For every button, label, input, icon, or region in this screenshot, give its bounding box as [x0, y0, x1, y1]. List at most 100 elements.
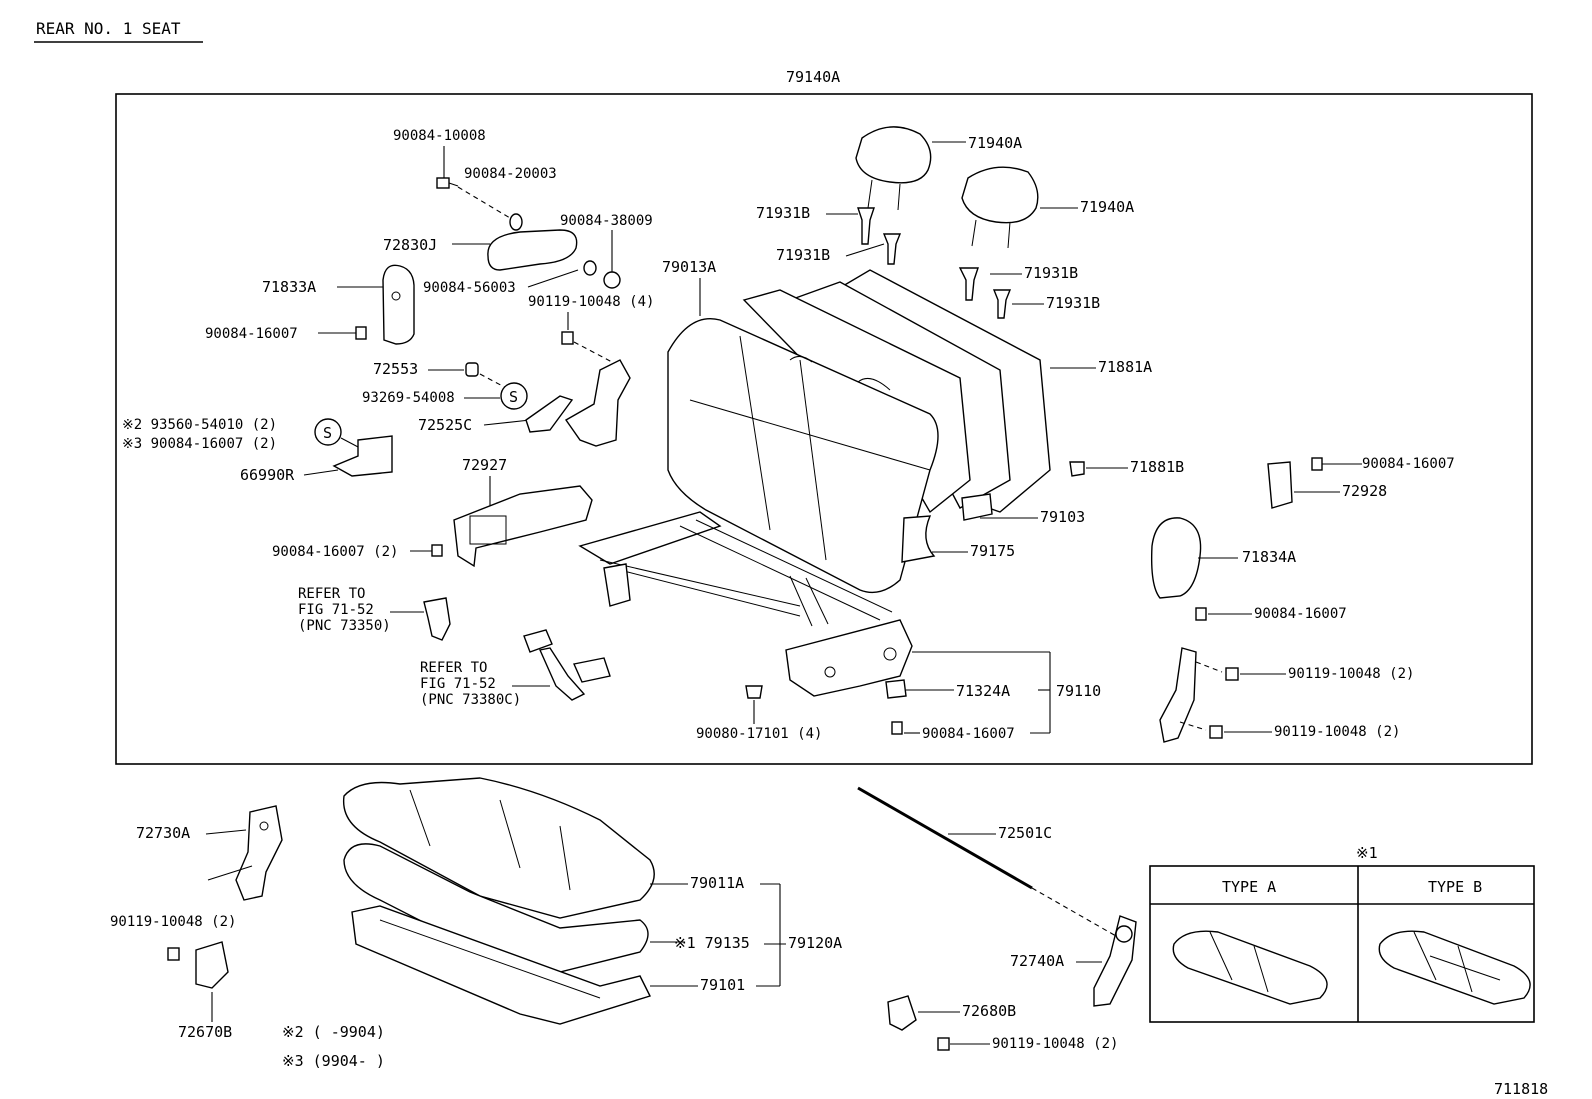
inset-type-a: TYPE A [1222, 878, 1276, 896]
label-71931B-2: 71931B [776, 246, 830, 264]
s-mark-icon [314, 418, 342, 446]
seat-frame-icon [578, 511, 722, 565]
label-71881B: 71881B [1130, 458, 1184, 476]
inset-type-b: TYPE B [1428, 878, 1482, 896]
seat-cushion-frame-icon [351, 905, 651, 1025]
label-79013A: 79013A [662, 258, 716, 276]
note-2: ※2 ( -9904) [282, 1023, 385, 1041]
headrest-1-icon [855, 126, 932, 211]
cushion-type-a-icon [1172, 930, 1328, 1005]
label-90119-10048-4: 90119-10048 (4) [528, 294, 654, 310]
headrest-2-icon [961, 166, 1039, 249]
clip-icon [465, 362, 479, 377]
label-90119-10048-2c: 90119-10048 (2) [110, 914, 236, 930]
refer-note-1-line2: FIG 71-52 [298, 602, 374, 618]
hinge-cover-icon [1150, 517, 1202, 599]
label-71940A-1: 71940A [968, 134, 1022, 152]
label-90084-56003: 90084-56003 [423, 280, 516, 296]
lock-cover-icon [961, 493, 993, 521]
label-71931B-1: 71931B [756, 204, 810, 222]
refer-note-2-line1: REFER TO [420, 660, 487, 676]
hinge-bracket-icon [525, 395, 574, 433]
label-90080-17101: 90080-17101 (4) [696, 726, 822, 742]
label-90084-38009: 90084-38009 [560, 213, 653, 229]
washer-icon [509, 213, 523, 231]
s-mark-label: S [323, 424, 332, 442]
bolt-icon [167, 947, 180, 961]
armrest-bracket-icon [382, 264, 415, 345]
bolt-icon [561, 331, 574, 345]
label-79101: 79101 [700, 976, 745, 994]
label-71324A: 71324A [956, 682, 1010, 700]
label-72928: 72928 [1342, 482, 1387, 500]
bolt-icon [436, 177, 459, 189]
hinge-plate-icon [195, 941, 229, 989]
label-72680B: 72680B [962, 1002, 1016, 1020]
bolt-icon [1209, 725, 1223, 739]
headrest-support-icon [958, 267, 979, 301]
cushion-type-b-icon [1378, 930, 1531, 1005]
side-cover-icon [453, 485, 593, 568]
label-71833A: 71833A [262, 278, 316, 296]
main-assembly-frame [115, 93, 1533, 765]
inset-box [1149, 865, 1535, 1023]
label-71940A-2: 71940A [1080, 198, 1134, 216]
label-72670B: 72670B [178, 1023, 232, 1041]
headrest-support-icon [992, 289, 1012, 319]
label-79140A: 79140A [786, 68, 840, 86]
label-66990R: 66990R [240, 466, 295, 484]
note-3: ※3 (9904- ) [282, 1052, 385, 1070]
label-71931B-4: 71931B [1046, 294, 1100, 312]
headrest-support-icon [882, 233, 902, 265]
refer-note-1-line1: REFER TO [298, 586, 365, 602]
label-72740A: 72740A [1010, 952, 1064, 970]
hinge-bracket-icon [1159, 647, 1197, 743]
refer-note-2-line2: FIG 71-52 [420, 676, 496, 692]
seat-cushion-pad-icon [343, 843, 649, 973]
label-93560-54010: ※2 93560-54010 (2) [122, 417, 277, 433]
label-71834A: 71834A [1242, 548, 1296, 566]
label-90084-10008: 90084-10008 [393, 128, 486, 144]
s-mark-label: S [509, 388, 518, 406]
refer-note-1-line3: (PNC 73350) [298, 618, 391, 634]
label-90119-10048-2a: 90119-10048 (2) [1288, 666, 1414, 682]
label-79103: 79103 [1040, 508, 1085, 526]
bolt-icon [937, 1037, 950, 1051]
nut-icon [745, 685, 763, 699]
seatback-hinge-cover-icon [901, 515, 936, 563]
seat-cushion-upper-icon [342, 777, 655, 919]
label-90084-16007-2b: 90084-16007 (2) [272, 544, 398, 560]
bolt-icon [891, 721, 903, 735]
armrest-pad-icon [487, 229, 578, 271]
inset-marker: ※1 [1356, 844, 1378, 862]
label-90084-16007-c: 90084-16007 [1362, 456, 1455, 472]
seat-hinge-plate-icon [564, 359, 631, 447]
label-79110: 79110 [1056, 682, 1101, 700]
bolt-icon [1195, 607, 1207, 621]
seatbelt-buckle-icon [423, 597, 451, 641]
lock-striker-icon [332, 435, 393, 477]
bolt-icon [1225, 667, 1239, 681]
washer-icon [583, 260, 597, 276]
label-72730A: 72730A [136, 824, 190, 842]
refer-note-2-line3: (PNC 73380C) [420, 692, 521, 708]
label-90119-10048-2b: 90119-10048 (2) [1274, 724, 1400, 740]
bolt-icon [355, 326, 367, 340]
nut-icon [603, 271, 621, 289]
hinge-plate-icon [887, 995, 917, 1031]
label-79011A: 79011A [690, 874, 744, 892]
release-rod-icon [857, 786, 1033, 890]
label-71881A: 71881A [1098, 358, 1152, 376]
lock-striker-icon [885, 679, 907, 699]
s-mark-icon [500, 382, 528, 410]
label-72830J: 72830J [383, 236, 437, 254]
seat-hinge-bracket-icon [235, 805, 283, 901]
figure-number: 711818 [1494, 1080, 1548, 1098]
label-90084-20003: 90084-20003 [464, 166, 557, 182]
label-93269-54008: 93269-54008 [362, 390, 455, 406]
page-title: REAR NO. 1 SEAT [36, 19, 181, 38]
label-90084-16007-b: 90084-16007 [922, 726, 1015, 742]
label-79175: 79175 [970, 542, 1015, 560]
label-79120A: 79120A [788, 934, 842, 952]
